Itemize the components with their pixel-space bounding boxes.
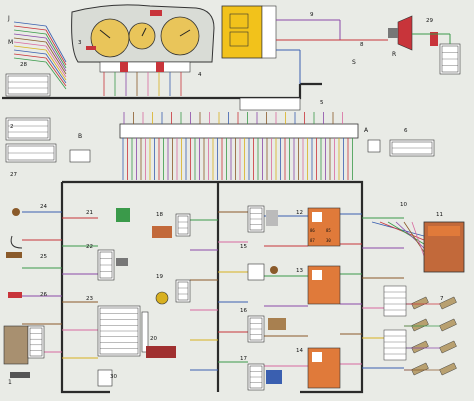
callout-30: 30 [110,374,117,380]
harness-wire [13,21,47,27]
injector [411,362,429,376]
harness-wire [13,49,47,55]
callout-19: 19 [156,274,163,280]
relay-87: 87 [310,238,315,243]
injector [411,340,429,354]
callout-7: 7 [440,296,444,302]
callout-17: 17 [240,356,247,362]
harness-wire [13,37,47,43]
terminal-b: B [78,133,82,140]
terminal-a: A [364,127,369,134]
callout-23: 23 [86,296,93,302]
callout-8: 8 [360,42,364,48]
relay-86: 86 [310,228,315,233]
pin-block [7,119,49,139]
callout-21: 21 [86,210,93,216]
ecu-unit [423,221,465,273]
terminal-s: S [352,59,356,66]
top-relay [221,5,277,59]
callout-10: 10 [400,202,407,208]
callout-14: 14 [296,348,303,354]
harness-wire [45,61,67,90]
right-relays [307,207,341,389]
harness-wire [45,25,67,63]
injector [411,296,429,310]
callout-22: 22 [86,244,93,250]
center-components [247,205,286,391]
callout-3: 3 [78,40,82,46]
relay-30: 30 [326,238,331,243]
callout-13: 13 [296,268,303,274]
pin-block [29,327,43,357]
pin-block [383,329,407,361]
callout-4: 4 [198,72,202,78]
pin-block [7,75,49,95]
harness-wire [45,37,67,72]
terminal-r: R [392,51,396,58]
callout-28: 28 [20,62,27,68]
harness-wire [13,29,47,35]
pin-block [177,281,189,301]
harness-wire [45,53,67,84]
terminal-1: 1 [8,379,12,386]
callout-27: 27 [10,172,17,178]
injectors [404,296,457,376]
pin-block [383,285,407,317]
callout-12: 12 [296,210,303,216]
harness-wire [387,221,425,245]
harness-wire [45,33,67,69]
connector-grids [5,73,435,163]
callout-6: 6 [404,128,408,134]
callout-11: 11 [436,212,443,218]
terminal-j: J [7,15,10,22]
callout-25: 25 [40,254,47,260]
callout-5: 5 [320,100,324,106]
pin-blocks [7,45,459,389]
callout-9: 9 [310,12,314,18]
harness-wire [45,29,67,66]
callout-15: 15 [240,244,247,250]
harness-wire [411,221,425,257]
injector [439,362,457,376]
callout-26: 26 [40,292,47,298]
harness-wire [13,25,47,31]
injector [439,340,457,354]
mid-left-components [97,208,149,387]
injector [439,318,457,332]
harness-wire [45,57,67,87]
labels: J M A B R S 1 2 3 4 5 6 7 8 9 10 11 12 1… [7,12,444,386]
harness-wire [45,41,67,75]
injector [439,296,457,310]
callout-16: 16 [240,308,247,314]
harness-bundle [13,19,451,371]
instrument-cluster [71,4,215,73]
callout-29: 29 [426,18,433,24]
terminal-m: M [8,39,13,46]
ecu-connector-row [119,123,359,139]
relay-85: 85 [326,228,331,233]
harness-wire [13,41,47,47]
callout-2: 2 [10,124,14,130]
callout-24: 24 [40,204,47,210]
harness-wire [13,45,47,51]
callout-20: 20 [150,336,157,342]
harness-wire [45,49,67,81]
pin-block [177,215,189,235]
harness-wire [13,53,47,59]
injector [411,318,429,332]
harness-wire [13,33,47,39]
callout-18: 18 [156,212,163,218]
harness-wire [45,45,67,78]
harness-wire [13,57,47,63]
